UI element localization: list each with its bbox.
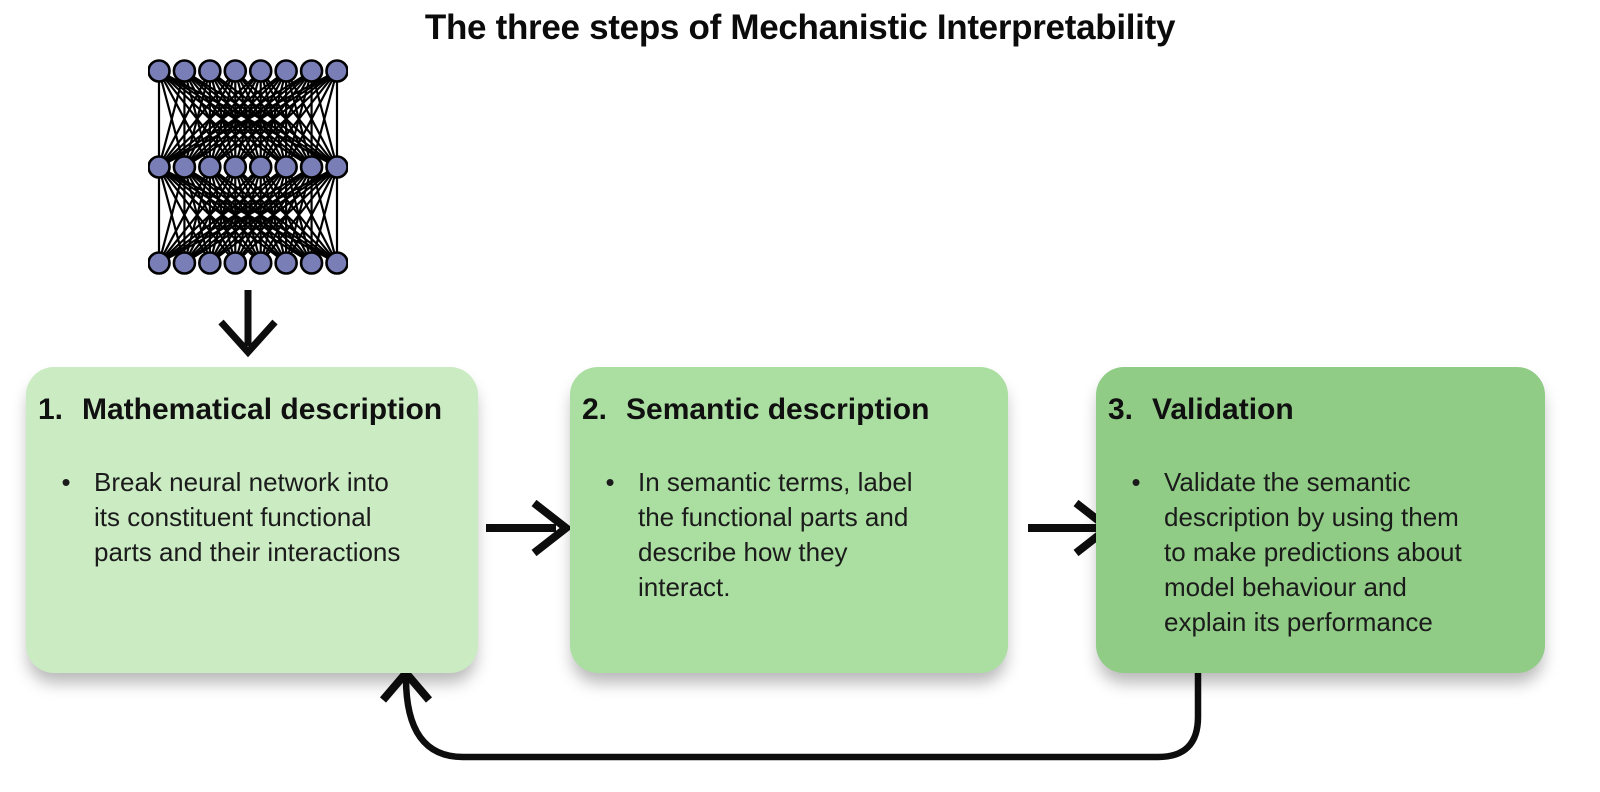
step-title: Mathematical description <box>82 393 443 426</box>
network-node <box>223 155 248 179</box>
bullet-line: the functional parts and <box>638 502 909 532</box>
bullet-line: description by using them <box>1164 502 1459 532</box>
step-heading: 1. Mathematical description <box>38 393 460 427</box>
network-node <box>274 251 298 275</box>
bullet-line: interact. <box>638 572 731 602</box>
bullet-dot: • <box>61 467 71 497</box>
step-number: 3. <box>1108 393 1134 426</box>
step-number: 2. <box>582 393 608 426</box>
bullet-item: • In semantic terms, label the functional… <box>582 465 990 605</box>
bullet-item: • Validate the semantic description by us… <box>1108 465 1527 640</box>
step-box-validation: 3. Validation • Validate the semantic des… <box>1096 367 1545 673</box>
step-title: Semantic description <box>626 393 930 426</box>
network-node <box>172 59 197 83</box>
network-node <box>172 251 197 275</box>
network-node <box>198 59 222 83</box>
step-title: Validation <box>1152 393 1294 426</box>
network-node <box>223 251 248 275</box>
network-node <box>325 59 348 83</box>
bullet-text: In semantic terms, label the functional p… <box>638 465 913 605</box>
bullet-line: model behaviour and <box>1164 572 1407 602</box>
bullet-line: In semantic terms, label <box>638 467 913 497</box>
neural-network-diagram <box>148 59 348 275</box>
bullet-dot: • <box>1131 467 1141 497</box>
network-node <box>274 59 298 83</box>
network-node <box>148 59 171 83</box>
network-node <box>223 59 248 83</box>
bullet-line: describe how they <box>638 537 848 567</box>
step-heading: 3. Validation <box>1108 393 1527 427</box>
network-node <box>172 155 197 179</box>
bullet-text: Validate the semantic description by usin… <box>1164 465 1462 640</box>
feedback-loop-arrow-icon <box>379 666 1202 761</box>
bullet-line: its constituent functional <box>94 502 372 532</box>
down-arrow-icon <box>218 290 278 358</box>
bullet-dot: • <box>605 467 615 497</box>
network-node <box>248 251 273 275</box>
step-box-semantic-description: 2. Semantic description • In semantic te… <box>570 367 1008 673</box>
step-heading: 2. Semantic description <box>582 393 990 427</box>
right-arrow-icon <box>486 499 573 557</box>
step-number: 1. <box>38 393 64 426</box>
network-node <box>198 155 222 179</box>
bullet-line: Break neural network into <box>94 467 389 497</box>
network-node <box>299 155 324 179</box>
network-node <box>299 251 324 275</box>
page-title: The three steps of Mechanistic Interpret… <box>424 8 1176 47</box>
network-node <box>148 155 171 179</box>
bullet-line: Validate the semantic <box>1164 467 1411 497</box>
bullet-line: explain its performance <box>1164 607 1433 637</box>
network-node <box>325 251 348 275</box>
network-node <box>325 155 348 179</box>
network-node <box>148 251 171 275</box>
bullet-item: • Break neural network into its constitue… <box>38 465 460 570</box>
bullet-line: parts and their interactions <box>94 537 401 567</box>
network-node <box>299 59 324 83</box>
bullet-line: to make predictions about <box>1164 537 1462 567</box>
network-node <box>248 155 273 179</box>
network-node <box>274 155 298 179</box>
bullet-text: Break neural network into its constituent… <box>94 465 400 570</box>
network-node <box>198 251 222 275</box>
step-box-mathematical-description: 1. Mathematical description • Break neur… <box>26 367 478 673</box>
network-node <box>248 59 273 83</box>
